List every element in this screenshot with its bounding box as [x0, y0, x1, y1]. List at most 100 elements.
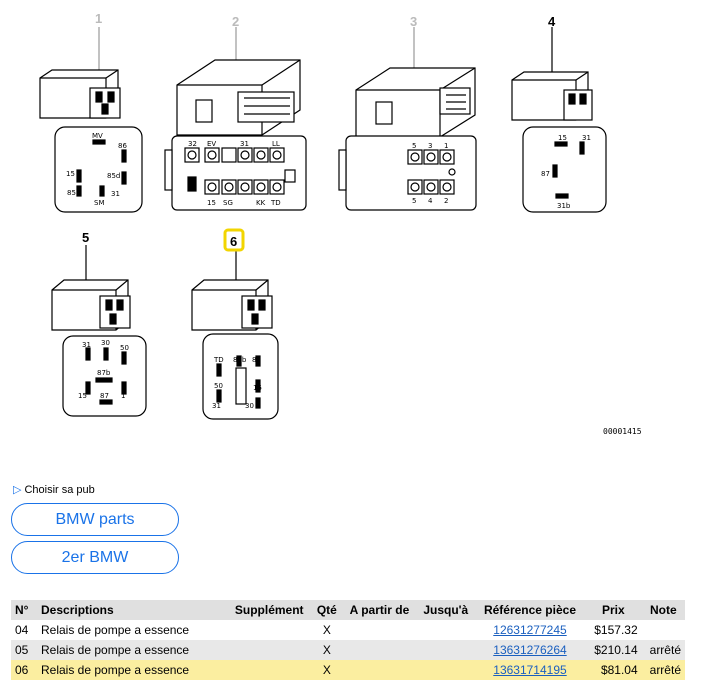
- svg-text:KK: KK: [256, 199, 266, 207]
- row-number: 06: [11, 660, 37, 680]
- svg-text:32: 32: [188, 140, 197, 148]
- relay-6-body: [191, 279, 273, 331]
- svg-text:1: 1: [444, 142, 448, 150]
- relay-3-body: [355, 67, 476, 138]
- part-ref-link[interactable]: 13631714195: [493, 663, 567, 677]
- parts-diagram: 1 2 3 4 5 6 MV 86 15 85d 31 85 SM 32 EV …: [39, 11, 642, 436]
- col-header-price: Prix: [585, 600, 642, 620]
- svg-text:4: 4: [428, 197, 433, 205]
- relay-3-pinout: [345, 135, 477, 211]
- col-header-supplement: Supplément: [227, 600, 312, 620]
- svg-text:87: 87: [252, 356, 261, 364]
- callout-6-highlight: [223, 228, 245, 252]
- svg-text:15: 15: [207, 199, 216, 207]
- adchoices-triangle-icon: ▷: [13, 483, 22, 496]
- relay-1-body: [39, 69, 121, 119]
- 2er-bmw-button[interactable]: 2er BMW: [11, 541, 179, 574]
- col-header-from: A partir de: [342, 600, 417, 620]
- row-from: [342, 620, 416, 640]
- callout-4: 4: [548, 14, 556, 29]
- row-supplement: [227, 640, 312, 660]
- table-row-selected: 06 Relais de pompe a essence X 136317141…: [11, 660, 685, 680]
- svg-text:SM: SM: [94, 199, 104, 207]
- adchoices-link[interactable]: ▷ Choisir sa pub: [13, 484, 95, 496]
- col-header-note: Note: [641, 600, 685, 620]
- svg-text:3: 3: [428, 142, 432, 150]
- svg-text:EV: EV: [207, 140, 216, 148]
- svg-text:85: 85: [67, 189, 76, 197]
- row-quantity: X: [322, 623, 331, 637]
- relay-4-pinout: [522, 126, 607, 213]
- svg-text:30: 30: [245, 402, 254, 410]
- row-supplement: [227, 660, 312, 680]
- svg-text:2: 2: [444, 197, 448, 205]
- part-ref-link[interactable]: 12631277245: [493, 623, 567, 637]
- svg-text:87b: 87b: [233, 356, 247, 364]
- row-description: Relais de pompe a essence: [41, 623, 190, 637]
- diagram-ref-code: 00001415: [603, 427, 642, 436]
- svg-text:31b: 31b: [557, 202, 571, 210]
- row-to: [416, 660, 475, 680]
- svg-text:87: 87: [100, 392, 109, 400]
- table-row: 05 Relais de pompe a essence X 136312762…: [11, 640, 685, 660]
- callout-2: 2: [232, 14, 239, 29]
- part-ref-link[interactable]: 13631276264: [493, 643, 567, 657]
- row-supplement: [227, 620, 311, 640]
- bmw-parts-button[interactable]: BMW parts: [11, 503, 179, 536]
- callout-3: 3: [410, 14, 417, 29]
- row-from: [342, 640, 417, 660]
- svg-text:5: 5: [412, 197, 416, 205]
- row-quantity: X: [311, 660, 343, 680]
- svg-text:50: 50: [214, 382, 223, 390]
- col-header-number: N°: [11, 600, 37, 620]
- svg-text:15: 15: [253, 384, 262, 392]
- svg-text:5: 5: [412, 142, 416, 150]
- row-description: Relais de pompe a essence: [37, 660, 227, 680]
- svg-text:15: 15: [78, 392, 87, 400]
- row-note: [642, 620, 685, 640]
- row-price: $210.14: [585, 640, 642, 660]
- relay-5-body: [51, 279, 131, 331]
- callout-1: 1: [95, 11, 102, 26]
- svg-text:85d: 85d: [107, 172, 120, 180]
- svg-text:TD: TD: [270, 199, 281, 207]
- col-header-quantity: Qté: [311, 600, 343, 620]
- svg-text:31: 31: [212, 402, 221, 410]
- col-header-description: Descriptions: [37, 600, 227, 620]
- svg-text:15: 15: [66, 170, 75, 178]
- callout-6: 6: [230, 234, 237, 249]
- table-header-row: N° Descriptions Supplément Qté A partir …: [11, 600, 685, 620]
- row-quantity: X: [311, 640, 343, 660]
- adchoices-label: Choisir sa pub: [24, 484, 95, 496]
- row-note: arrêté: [641, 640, 685, 660]
- svg-text:31: 31: [111, 190, 120, 198]
- row-to: [416, 640, 475, 660]
- svg-text:31: 31: [82, 341, 91, 349]
- row-price: $157.32: [594, 623, 638, 637]
- svg-text:SG: SG: [223, 199, 233, 207]
- relay-2-body: [176, 59, 301, 136]
- parts-table: N° Descriptions Supplément Qté A partir …: [11, 600, 685, 680]
- row-number: 04: [15, 623, 29, 637]
- svg-text:86: 86: [118, 142, 127, 150]
- col-header-to: Jusqu'à: [416, 600, 475, 620]
- svg-text:31: 31: [240, 140, 249, 148]
- callout-5: 5: [82, 230, 89, 245]
- table-row: 04 Relais de pompe a essence X 126312772…: [11, 620, 685, 640]
- row-number: 05: [11, 640, 37, 660]
- svg-text:87: 87: [541, 170, 550, 178]
- relay-4-body: [511, 71, 593, 121]
- svg-text:50: 50: [120, 344, 129, 352]
- row-from: [342, 660, 417, 680]
- svg-text:31: 31: [582, 134, 591, 142]
- col-header-part-ref: Référence pièce: [474, 600, 586, 620]
- svg-text:MV: MV: [92, 132, 103, 140]
- svg-text:TD: TD: [213, 356, 224, 364]
- row-to: [417, 620, 475, 640]
- row-price: $81.04: [585, 660, 642, 680]
- svg-text:30: 30: [101, 339, 110, 347]
- row-description: Relais de pompe a essence: [37, 640, 227, 660]
- row-note: arrêté: [641, 660, 685, 680]
- svg-text:1: 1: [121, 392, 125, 400]
- svg-text:15: 15: [558, 134, 567, 142]
